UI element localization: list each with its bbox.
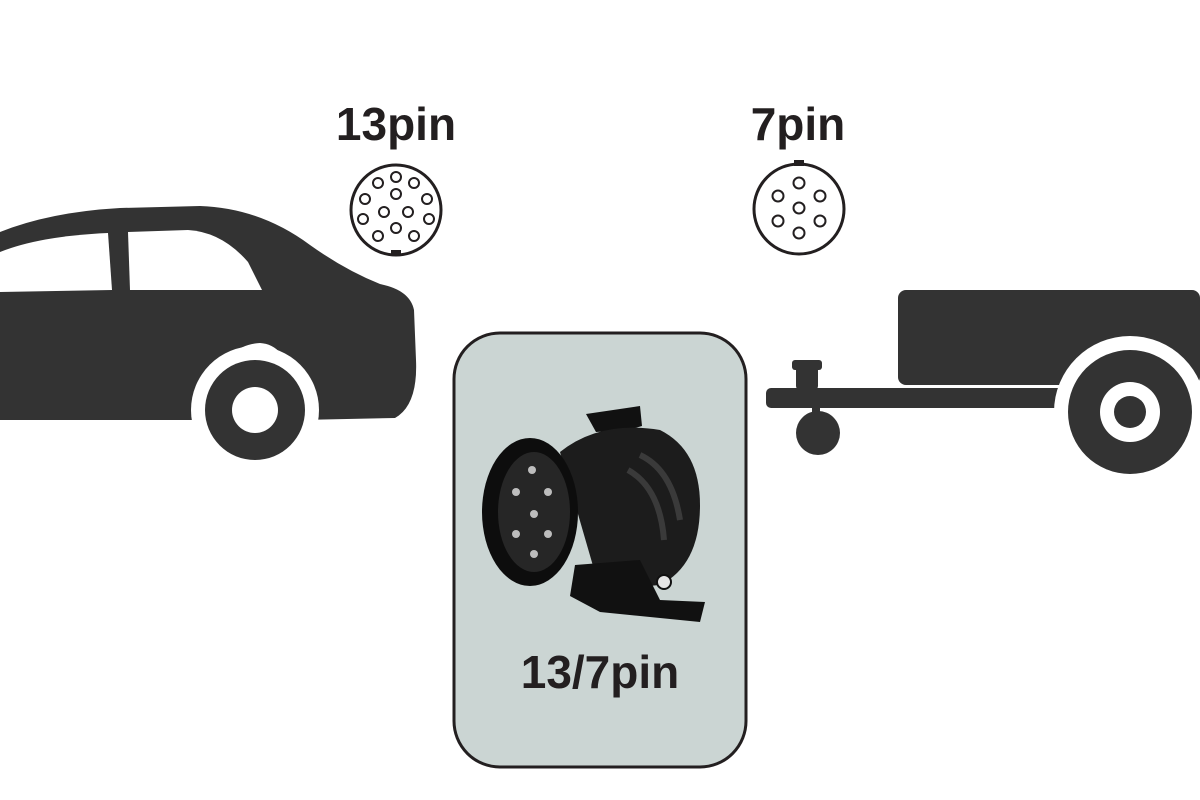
car-silhouette-icon (0, 206, 417, 474)
label-7pin: 7pin (751, 98, 846, 150)
label-13pin: 13pin (336, 98, 456, 150)
label-13-7pin: 13/7pin (521, 646, 680, 698)
socket-7pin-group: 7pin (751, 98, 846, 256)
13-pin-socket-icon (349, 163, 443, 257)
trailer-silhouette-icon (766, 290, 1200, 488)
adapter-panel: 13/7pin (452, 331, 748, 769)
7-pin-socket-icon (752, 160, 846, 256)
socket-13pin-group: 13pin (336, 98, 456, 257)
adapter-plug-icon (482, 406, 705, 622)
